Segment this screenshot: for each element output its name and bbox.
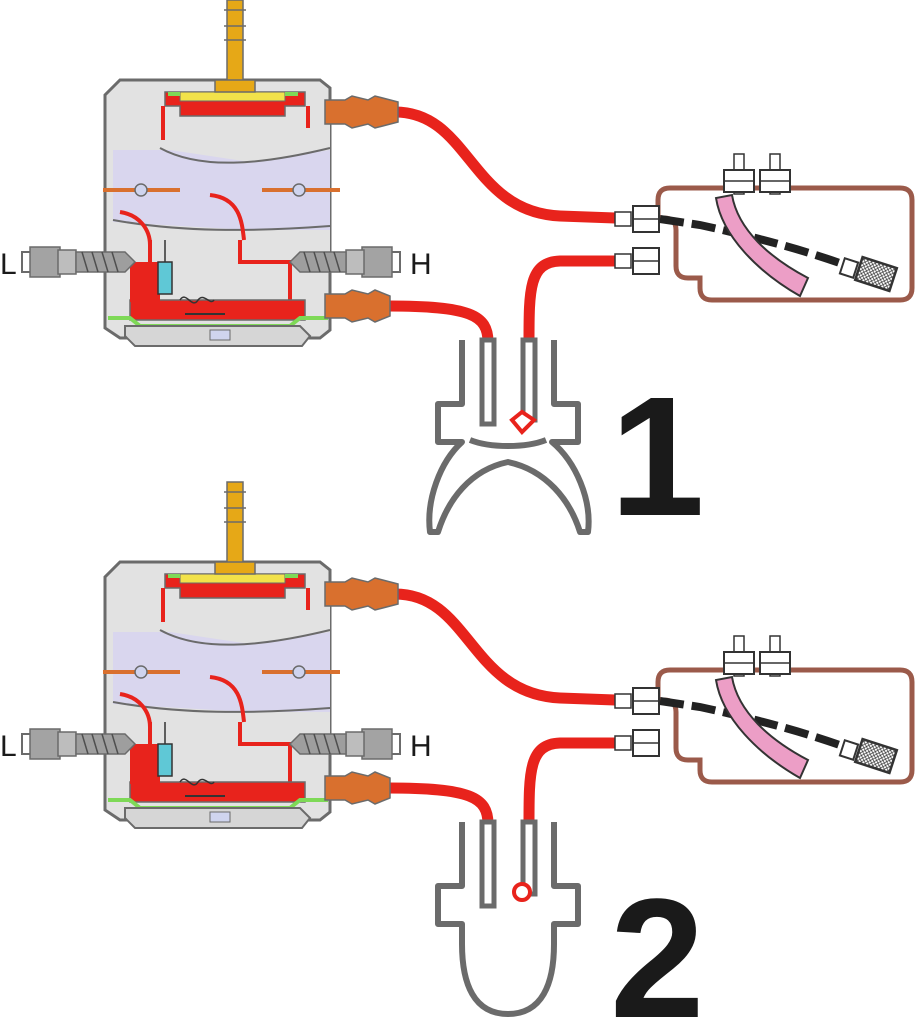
primer-system-2 [22,482,912,828]
low-label: L [0,730,17,763]
stage-number: 2 [610,864,705,1024]
stage-2: L H 2 [0,482,912,1024]
primer-system-1 [22,0,912,346]
primer-bulb-icon [438,822,578,1014]
high-label: H [410,248,432,281]
low-label: L [0,248,17,281]
stage-1: L H 1 [0,0,912,552]
high-label: H [410,730,432,763]
stage-number: 1 [610,362,705,552]
primer-bulb-icon [429,340,588,532]
